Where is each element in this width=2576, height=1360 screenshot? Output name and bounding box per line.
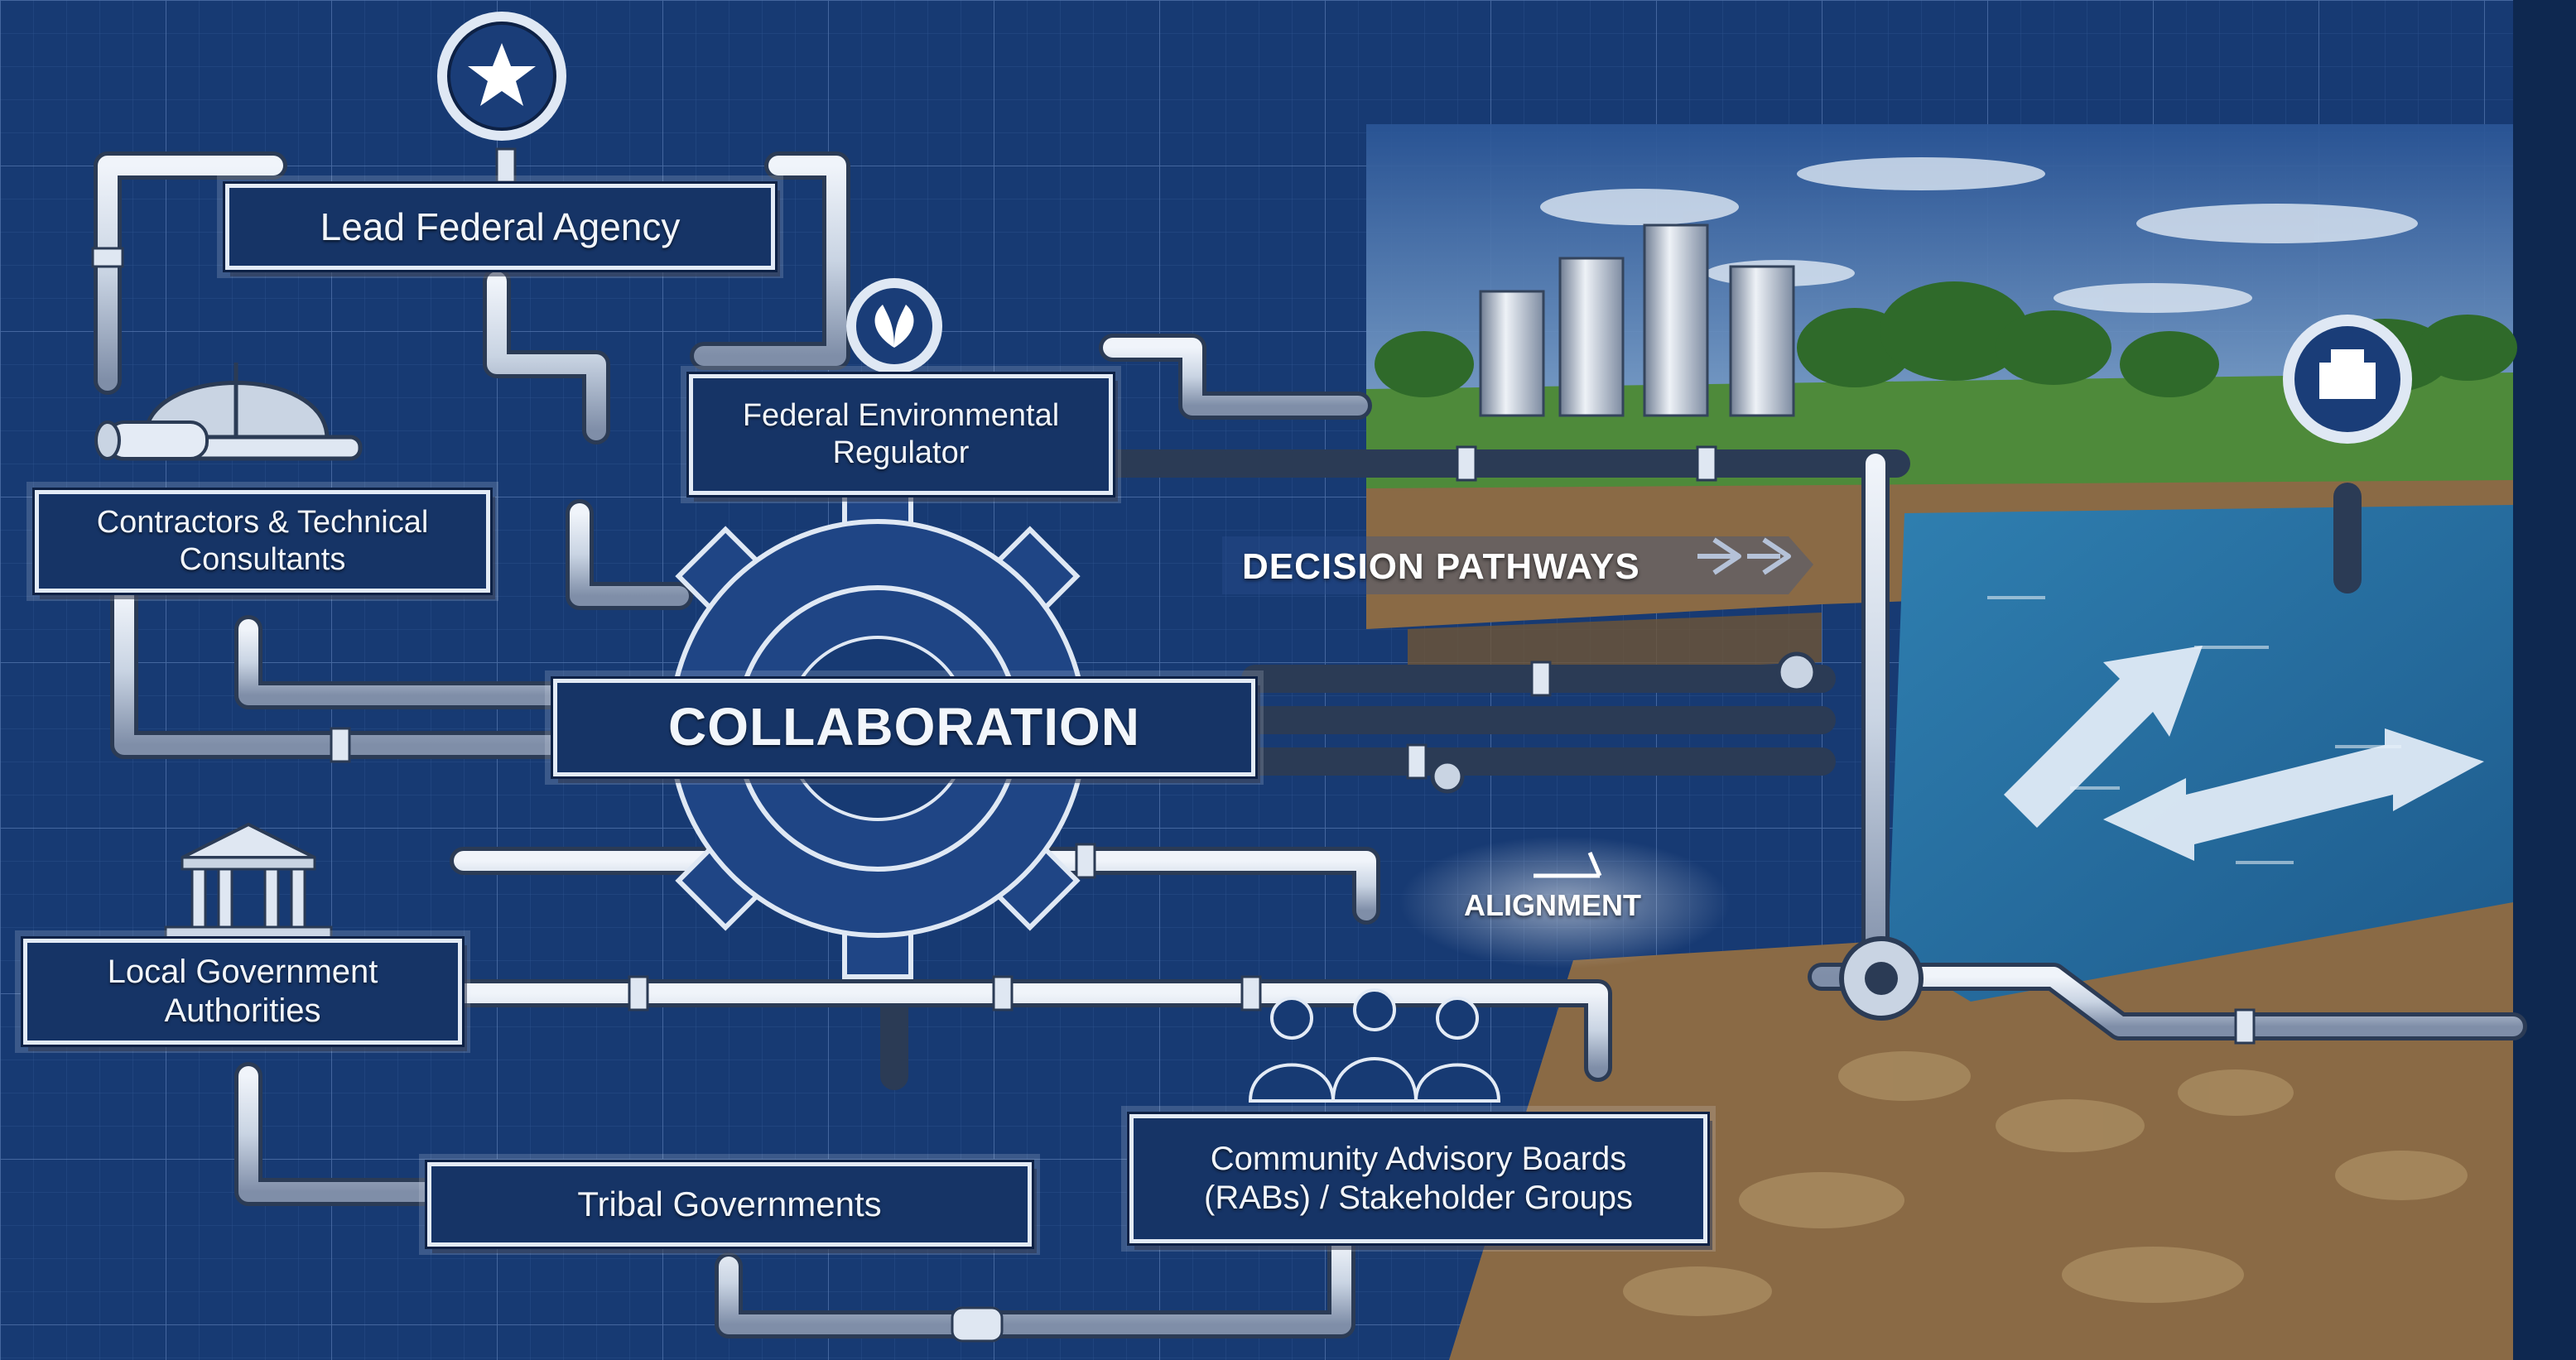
node-label-line: Authorities — [164, 992, 321, 1029]
node-community-advisory-boards: Community Advisory Boards (RABs) / Stake… — [1127, 1112, 1710, 1246]
node-tribal-governments: Tribal Governments — [425, 1160, 1034, 1249]
node-local-government: Local Government Authorities — [21, 936, 465, 1047]
valve-icon — [1839, 936, 1924, 1021]
stakeholder-group-icon — [1248, 988, 1501, 1103]
node-label-line: Federal Environmental — [742, 398, 1060, 434]
leaf-emblem-icon — [846, 278, 942, 374]
alignment-label: ALIGNMENT — [1464, 888, 1641, 922]
courthouse-icon — [164, 822, 333, 942]
node-label-line: Consultants — [179, 542, 346, 577]
node-label-line: Community Advisory Boards — [1210, 1140, 1627, 1177]
decision-pathways-label: DECISION PATHWAYS — [1242, 546, 1640, 587]
node-label-line: (RABs) / Stakeholder Groups — [1204, 1180, 1633, 1216]
node-label: COLLABORATION — [668, 697, 1140, 757]
node-contractors-consultants: Contractors & Technical Consultants — [32, 488, 493, 595]
node-lead-federal-agency: Lead Federal Agency — [223, 181, 778, 272]
node-label-line: Regulator — [832, 435, 970, 470]
node-label: Tribal Governments — [577, 1185, 882, 1224]
node-label-line: Contractors & Technical — [96, 505, 429, 541]
decision-pathways-arrow — [1697, 537, 1791, 575]
blueprint-roll-icon — [94, 420, 209, 460]
node-collaboration: COLLABORATION — [551, 676, 1258, 779]
storage-tanks — [1479, 223, 1795, 417]
node-federal-environmental-regulator: Federal Environmental Regulator — [686, 372, 1115, 497]
node-label: Lead Federal Agency — [320, 204, 681, 248]
facility-marker-icon — [2283, 315, 2412, 444]
node-label-line: Local Government — [107, 953, 378, 990]
star-emblem-icon — [437, 12, 566, 141]
